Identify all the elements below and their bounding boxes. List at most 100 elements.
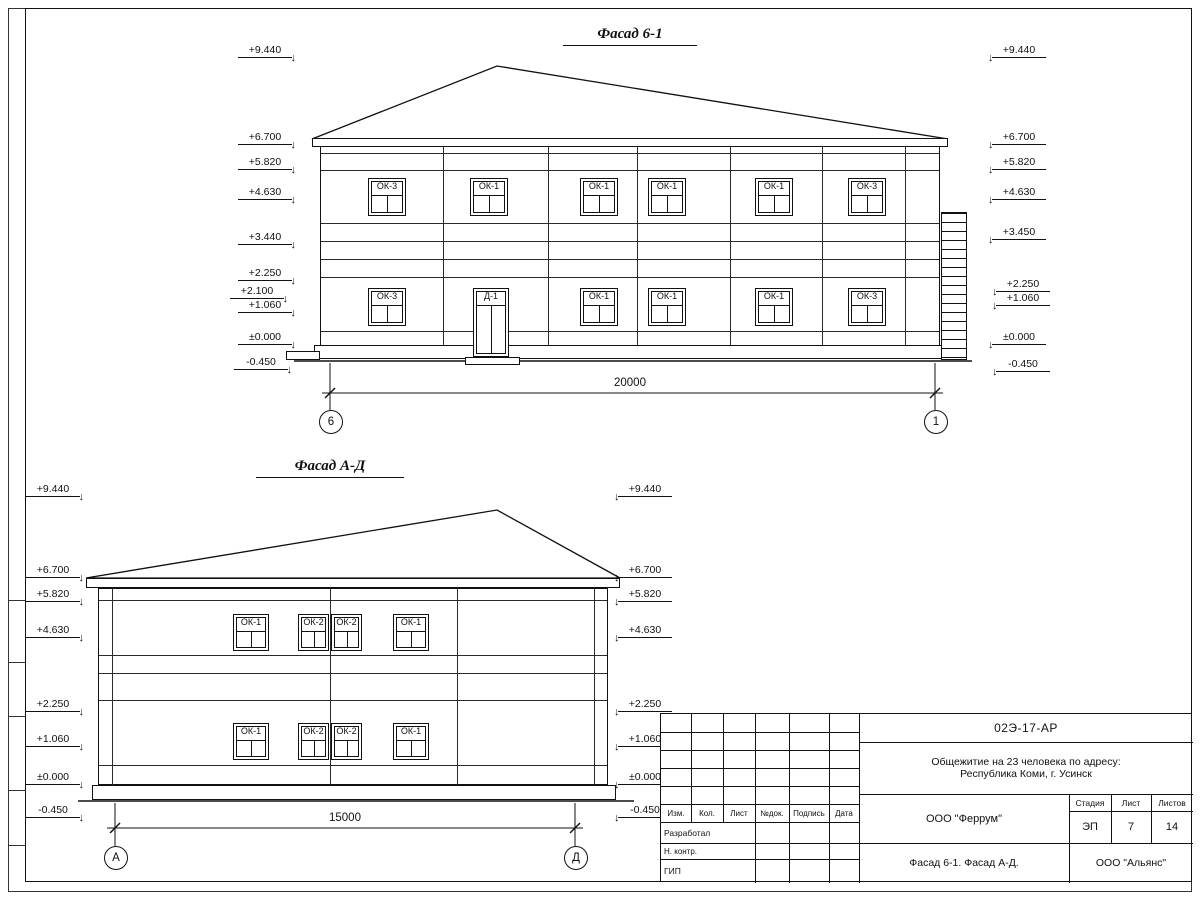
facade1-left-step [286, 351, 320, 360]
window: ОК-3 [848, 178, 886, 216]
elevation-mark: ±0.000↓ [26, 770, 84, 791]
developer-company: ООО "Феррум" [925, 812, 1003, 825]
sheet-number: 7 [1127, 821, 1135, 833]
col-header-ndok: №док. [760, 808, 784, 818]
elevation-value: +3.440 [248, 231, 282, 243]
col-header-kol: Кол. [699, 808, 715, 818]
window: ОК-1 [580, 288, 618, 326]
elevation-mark: +1.060↓ [238, 298, 296, 319]
elevation-value: +1.060 [628, 733, 662, 745]
window-frame [473, 181, 505, 213]
axis-bubble: 6 [319, 410, 343, 434]
facade1-panel-joint [321, 170, 939, 171]
elevation-mark: +2.250↓ [992, 277, 1050, 298]
role-ncontrol: Н. контр. [664, 846, 698, 856]
level-arrow-icon: ↓ [78, 812, 85, 824]
elevation-value: +6.700 [628, 564, 662, 576]
level-arrow-icon: ↓ [78, 572, 85, 584]
level-arrow-icon: ↓ [282, 293, 289, 305]
elevation-value: +9.440 [248, 44, 282, 56]
titleblock-line [661, 859, 859, 860]
window-frame [236, 726, 266, 757]
window: ОК-3 [368, 178, 406, 216]
elevation-mark: +2.250↓ [614, 697, 672, 718]
window: ОК-3 [848, 288, 886, 326]
level-arrow-icon: ↓ [614, 741, 620, 753]
level-arrow-icon: ↓ [78, 491, 85, 503]
elevation-mark: +6.700↓ [238, 130, 296, 151]
facade2-panel-joint [99, 700, 607, 701]
elevation-value: +4.630 [36, 624, 70, 636]
fire-escape-ladder [941, 212, 967, 360]
elevation-value: +6.700 [36, 564, 70, 576]
level-arrow-icon: ↓ [290, 139, 297, 151]
facade2-panel-joint [594, 588, 595, 785]
elevation-mark: +5.820↓ [614, 587, 672, 608]
level-arrow-icon: ↓ [614, 491, 620, 503]
stage-header: Стадия [1075, 797, 1105, 808]
window: ОК-2 [298, 614, 329, 651]
window-label: ОК-1 [763, 181, 785, 191]
elevation-mark: +5.820↓ [988, 155, 1046, 176]
elevation-mark: +6.700 ↓ [614, 563, 672, 584]
elevation-mark: +1.060 ↓ [614, 732, 672, 753]
elevation-mark: +9.440↓ [238, 43, 296, 64]
project-name-line2: Республика Коми, г. Усинск [960, 768, 1092, 780]
titleblock-line [1069, 811, 1193, 812]
titleblock-line [859, 794, 1193, 795]
level-arrow-icon: ↓ [614, 706, 620, 718]
level-arrow-icon: ↓ [988, 52, 994, 64]
elevation-value: ±0.000 [1002, 331, 1036, 343]
stage-value: ЭП [1082, 821, 1098, 833]
window-frame [396, 617, 426, 648]
elevation-value: +2.250 [248, 267, 282, 279]
elevation-mark: +4.630↓ [238, 185, 296, 206]
titleblock-line [829, 714, 830, 883]
window-label: ОК-1 [240, 617, 262, 627]
level-arrow-icon: ↓ [290, 339, 297, 351]
elevation-mark: +2.250 ↓ [238, 266, 296, 287]
level-arrow-icon: ↓ [988, 234, 994, 246]
elevation-value: -0.450 [1008, 358, 1038, 370]
level-arrow-icon: ↓ [992, 286, 998, 298]
level-arrow-icon: ↓ [614, 596, 620, 608]
window-label: ОК-2 [336, 617, 357, 627]
facade1-panel-joint [730, 146, 731, 345]
elevation-mark: +6.700↓ [988, 130, 1046, 151]
window: ОК-1 [755, 288, 793, 326]
contractor-company: ООО "Альянс" [1095, 857, 1167, 869]
window-label: ОК-1 [588, 291, 610, 301]
window-frame [758, 291, 790, 323]
elevation-value: +5.820 [248, 156, 282, 168]
level-arrow-icon: ↓ [614, 572, 620, 584]
elevation-mark: +5.820↓ [26, 587, 84, 608]
elevation-value: +4.630 [1002, 186, 1036, 198]
elevation-mark: -0.450↓ [234, 355, 292, 376]
titleblock-line [859, 742, 1193, 743]
window-frame [396, 726, 426, 757]
facade2-panel-joint [99, 655, 607, 656]
facade1-panel-joint [905, 146, 906, 345]
level-arrow-icon: ↓ [78, 596, 85, 608]
window-frame [651, 181, 683, 213]
sheet-header: Лист [1121, 797, 1141, 808]
level-arrow-icon: ↓ [988, 164, 994, 176]
window: ОК-2 [298, 723, 329, 760]
elevation-mark: +2.100↓ [230, 284, 288, 305]
window: ОК-1 [648, 288, 686, 326]
level-arrow-icon: ↓ [290, 239, 297, 251]
elevation-mark: +9.440↓ [26, 482, 84, 503]
titleblock-line [755, 714, 756, 883]
axis-bubble: А [104, 846, 128, 870]
elevation-mark: +9.440↓ [614, 482, 672, 503]
elevation-mark: +4.630↓ [614, 623, 672, 644]
window: ОК-1 [233, 723, 269, 760]
window-frame [334, 726, 359, 757]
elevation-value: +4.630 [628, 624, 662, 636]
level-arrow-icon: ↓ [78, 741, 85, 753]
elevation-value: -0.450 [246, 356, 276, 368]
level-arrow-icon: ↓ [290, 275, 297, 287]
elevation-value: ±0.000 [248, 331, 282, 343]
elevation-mark: +2.250↓ [26, 697, 84, 718]
elevation-mark: +9.440↓ [988, 43, 1046, 64]
